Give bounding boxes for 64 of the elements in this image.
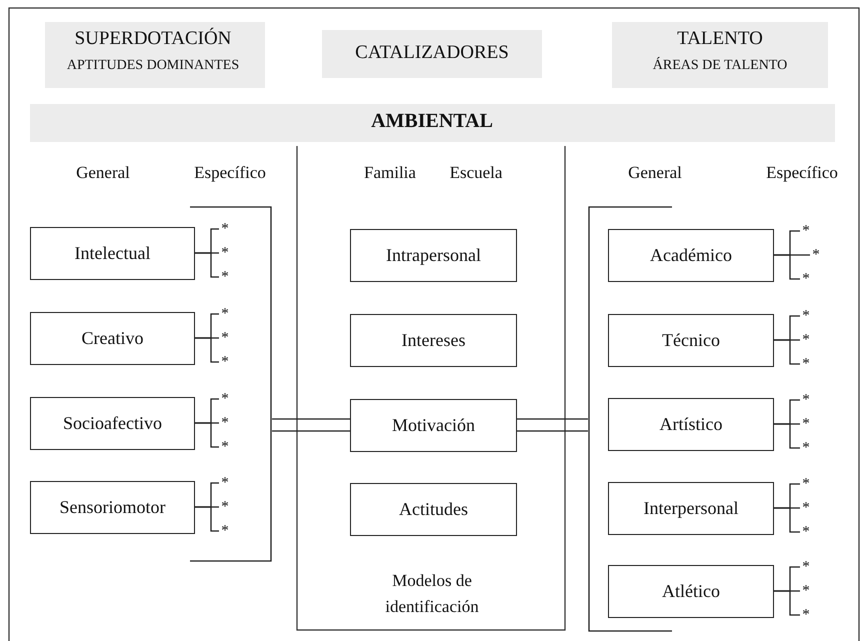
section-title: TALENTO [676, 28, 764, 50]
column-heading: General [75, 163, 131, 183]
asterisk: * [219, 416, 231, 430]
category-box: Creativo [30, 312, 195, 364]
asterisk: * [800, 357, 812, 371]
asterisk: * [219, 270, 231, 284]
category-box: Artístico [608, 398, 774, 450]
category-box: Sensoriomotor [30, 480, 195, 534]
column-heading: Familia [363, 163, 417, 183]
section-title: SUPERDOTACIÓN [74, 28, 232, 50]
asterisk: * [219, 246, 231, 260]
connector-line [195, 337, 219, 363]
asterisk: * [800, 333, 812, 347]
category-box: Atlético [608, 564, 774, 618]
category-box: Motivación [350, 398, 517, 452]
asterisk: * [219, 307, 231, 321]
connector-line [774, 507, 800, 533]
connector-line [195, 252, 219, 278]
note-text: Modelos de identificación [384, 570, 480, 618]
section-subtitle: APTITUDES DOMINANTES [66, 58, 240, 74]
asterisk: * [800, 525, 812, 539]
category-box: Interpersonal [608, 482, 774, 534]
asterisk: * [219, 392, 231, 406]
column-heading: Específico [193, 163, 267, 183]
double-connector [271, 418, 351, 432]
column-heading: Específico [765, 163, 839, 183]
asterisk: * [800, 272, 812, 286]
connector-line [774, 590, 800, 616]
asterisk: * [810, 248, 822, 262]
asterisk: * [800, 224, 812, 238]
asterisk: * [219, 355, 231, 369]
asterisk: * [800, 608, 812, 622]
connector-line [774, 339, 800, 365]
connector-line [195, 422, 219, 448]
asterisk: * [219, 500, 231, 514]
asterisk: * [800, 477, 812, 491]
category-box: Socioafectivo [30, 396, 195, 450]
asterisk: * [800, 417, 812, 431]
asterisk: * [800, 584, 812, 598]
asterisk: * [800, 560, 812, 574]
category-box: Intelectual [30, 226, 195, 280]
asterisk: * [219, 222, 231, 236]
asterisk: * [219, 331, 231, 345]
section-title: CATALIZADORES [354, 42, 510, 64]
asterisk: * [800, 441, 812, 455]
connector-line [774, 423, 800, 449]
column-heading: Escuela [448, 163, 504, 183]
category-box: Técnico [608, 314, 774, 366]
connector-line [774, 254, 800, 280]
category-box: Intereses [350, 314, 517, 366]
category-box: Intrapersonal [350, 228, 517, 282]
asterisk: * [219, 476, 231, 490]
category-box: Actitudes [350, 482, 517, 536]
section-subtitle: ÁREAS DE TALENTO [652, 58, 788, 74]
asterisk: * [800, 309, 812, 323]
asterisk: * [219, 440, 231, 454]
section-title: AMBIENTAL [370, 110, 494, 133]
category-box: Académico [608, 228, 774, 282]
double-connector [516, 418, 589, 432]
asterisk: * [800, 501, 812, 515]
asterisk: * [800, 393, 812, 407]
column-heading: General [627, 163, 683, 183]
connector-line [195, 506, 219, 532]
asterisk: * [219, 524, 231, 538]
